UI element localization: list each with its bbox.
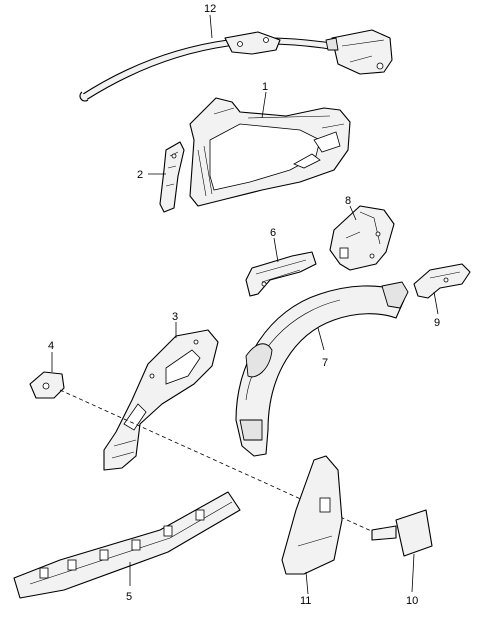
leader-8 — [349, 205, 357, 221]
callout-12: 12 — [204, 3, 216, 15]
part-4-clip — [29, 371, 65, 399]
part-8-bracket — [329, 205, 395, 271]
callout-4: 4 — [48, 340, 54, 352]
callout-11: 11 — [300, 595, 311, 607]
part-10-plug — [371, 509, 433, 557]
leader-6 — [273, 237, 279, 263]
callout-1: 1 — [262, 81, 268, 93]
leader-1 — [261, 91, 267, 119]
part-3-inner-panel — [103, 329, 219, 471]
leader-12 — [209, 14, 213, 39]
part-12-rail — [79, 29, 393, 102]
leader-11 — [305, 571, 309, 595]
callout-3: 3 — [172, 311, 178, 323]
part-11-panel — [281, 455, 343, 575]
part-9-bracket — [413, 263, 471, 299]
callout-7: 7 — [322, 357, 328, 369]
leader-10 — [411, 553, 415, 593]
part-1-side-frame — [189, 97, 351, 207]
callout-8: 8 — [345, 195, 351, 207]
part-5-sill — [13, 491, 241, 599]
callout-6: 6 — [270, 227, 276, 239]
leader-7 — [317, 327, 325, 351]
callout-10: 10 — [406, 595, 418, 607]
part-2-pillar — [159, 141, 185, 213]
callout-5: 5 — [126, 591, 132, 603]
part-6-reinforcement — [245, 251, 317, 297]
callout-2: 2 — [137, 169, 143, 181]
callout-9: 9 — [434, 317, 440, 329]
part-7-wheel-arch — [235, 281, 409, 457]
leader-9 — [433, 291, 439, 315]
